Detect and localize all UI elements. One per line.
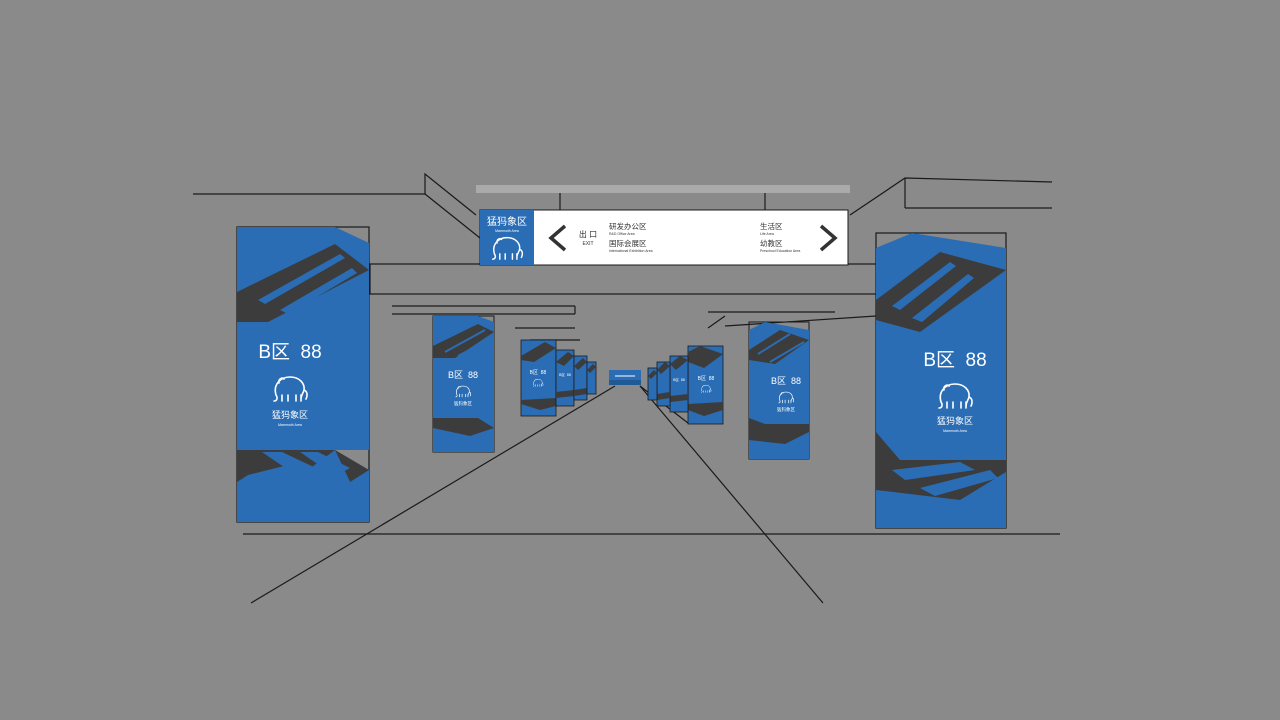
- pillar-right-far-4: [647, 367, 658, 401]
- pillar-left-mid: B区 88 猛犸象区: [432, 315, 495, 453]
- pillar-left-far-2: B区 88: [555, 349, 575, 407]
- pillar-left-far-3: [573, 355, 588, 401]
- exit-en: EXIT: [582, 241, 593, 247]
- ceiling-rail: [476, 185, 850, 193]
- right-item-2-en: Preschool Education Area: [760, 249, 800, 253]
- right-item-1-en: Life Area: [760, 232, 774, 236]
- pillar-left-zone-label: B区 88: [258, 342, 321, 363]
- pillar-left-mid-zone-label: B区 88: [448, 370, 478, 380]
- right-item-1-cn: 生活区: [760, 221, 783, 231]
- right-item-2-cn: 幼教区: [760, 238, 783, 248]
- chevron-right-icon: [819, 224, 838, 252]
- sign-brand-cn: 猛犸象区: [487, 215, 527, 228]
- pillar-right-far-1-zone-label: B区 88: [698, 376, 715, 382]
- pillar-right-far-2: B区 88: [669, 355, 689, 413]
- pillar-right-brand-en: Mammoth Area: [943, 429, 967, 433]
- pillar-left-far-1: B区 88: [520, 339, 557, 417]
- pillar-right-front: B区 88 猛犸象区 Mammoth Area: [875, 232, 1007, 529]
- pillar-right-far-1: B区 88: [687, 345, 724, 425]
- left-item-1-en: R&D Office Area: [609, 232, 635, 236]
- pillar-right-mid-brand-cn: 猛犸象区: [777, 406, 795, 413]
- pillar-right-brand-cn: 猛犸象区: [937, 415, 973, 426]
- pillar-left-far-4: [586, 361, 597, 395]
- exit-cn: 出 口: [579, 229, 597, 239]
- pillar-left-brand-cn: 猛犸象区: [272, 409, 308, 420]
- pillar-right-far-3: [656, 361, 671, 407]
- pillar-left-mid-brand-cn: 猛犸象区: [454, 400, 472, 407]
- left-item-2-cn: 国际会展区: [609, 238, 647, 248]
- pillar-right-zone-label: B区 88: [923, 350, 986, 371]
- sign-brand-en: Mammoth Area: [495, 229, 519, 233]
- distant-direction-sign: [609, 370, 641, 385]
- pillar-right-mid: B区 88 猛犸象区: [748, 321, 810, 460]
- pillar-right-far-2-zone-label: B区 88: [673, 378, 685, 382]
- pillar-left-far-1-zone-label: B区 88: [530, 370, 547, 376]
- pillar-left-far-2-zone-label: B区 88: [559, 373, 571, 377]
- left-item-2-en: International Exhibition Area: [609, 249, 653, 253]
- pillar-left-front: B区 88 猛犸象区 Mammoth Area: [236, 226, 370, 523]
- chevron-left-icon: [548, 224, 567, 252]
- left-item-1-cn: 研发办公区: [609, 221, 647, 231]
- overhead-direction-sign: 猛犸象区 Mammoth Area 出 口 EXIT 研发办公区 R&D Off…: [479, 209, 849, 266]
- pillar-left-brand-en: Mammoth Area: [278, 423, 302, 427]
- pillar-right-mid-zone-label: B区 88: [771, 376, 801, 386]
